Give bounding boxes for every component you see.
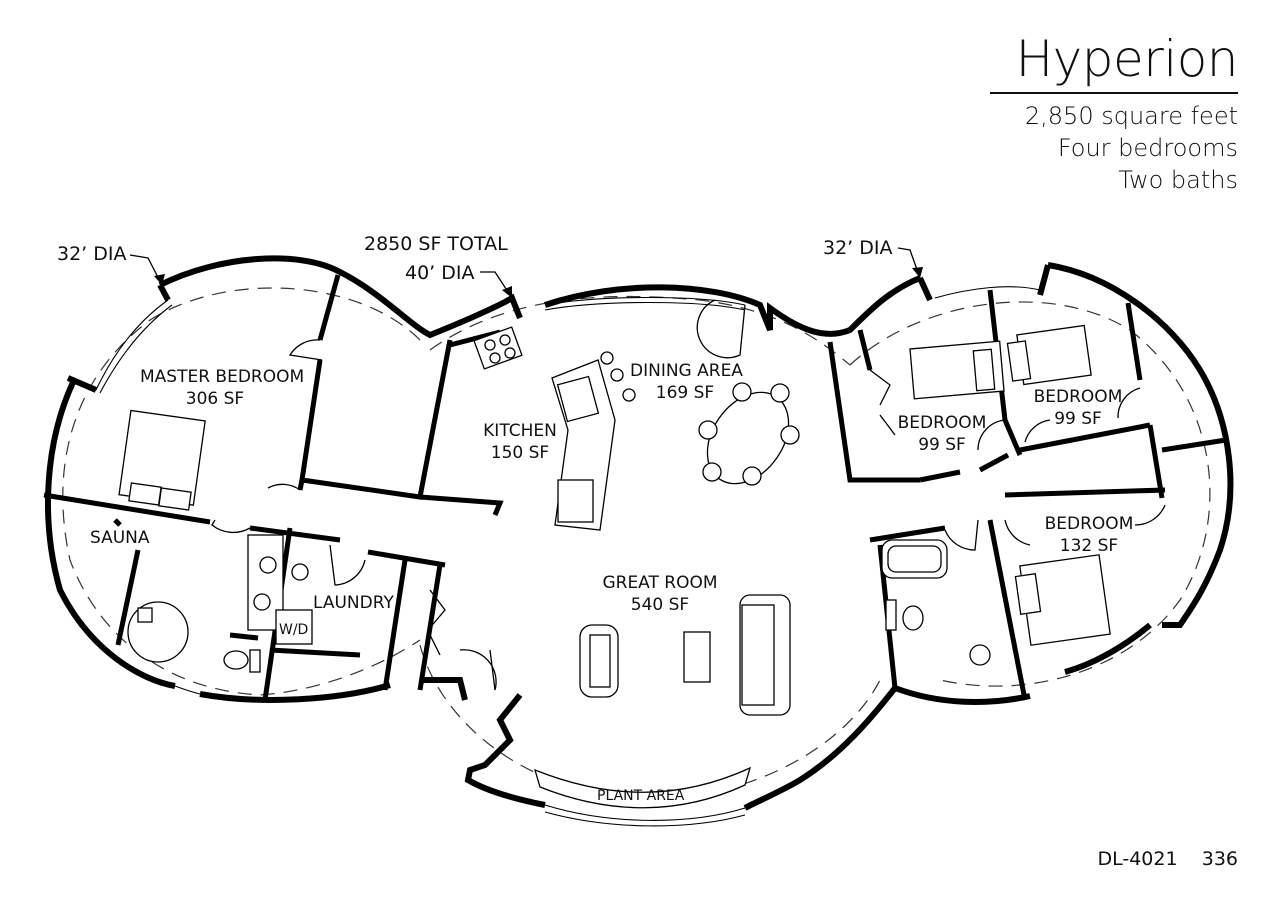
room-name: BEDROOM [1044,514,1134,534]
fixtures [118,324,1111,809]
right-dome-diameter: 32’ DIA [823,237,893,259]
room-area: 540 SF [630,595,690,615]
room-bedroom-1: BEDROOM 99 SF [897,412,987,456]
center-dome-diameter: 40’ DIA [405,262,475,284]
room-bedroom-3: BEDROOM 132 SF [1044,513,1134,557]
washer-dryer-label: W/D [279,622,309,638]
room-kitchen: KITCHEN 150 SF [480,420,560,464]
door-swings [211,299,1166,691]
room-name: KITCHEN [483,421,557,441]
windows [95,286,1151,827]
room-area: 99 SF [918,435,966,455]
room-great-room: GREAT ROOM 540 SF [600,572,720,616]
spec-bedrooms: Four bedrooms [1057,134,1238,162]
spec-baths: Two baths [1118,166,1238,194]
room-area: 132 SF [1059,536,1119,556]
exterior-walls [45,255,1234,811]
total-area-label: 2850 SF TOTAL [364,233,508,255]
title-underline [990,92,1238,94]
interior-walls [43,274,1227,701]
room-dining-area: DINING AREA 169 SF [630,360,743,404]
spec-square-feet: 2,850 square feet [1024,102,1238,130]
plan-code: DL-4021 336 [1097,848,1238,870]
room-area: 169 SF [655,383,715,403]
room-sauna: SAUNA [90,528,150,548]
room-name: BEDROOM [1033,387,1123,407]
plan-number: DL-4021 [1097,848,1178,870]
room-name: GREAT ROOM [602,573,718,593]
room-name: BEDROOM [897,413,987,433]
left-dome-diameter: 32’ DIA [57,243,127,265]
room-name: MASTER BEDROOM [140,367,305,387]
plant-area-label: PLANT AREA [597,788,685,804]
page-number: 336 [1201,848,1238,870]
room-area: 150 SF [490,443,550,463]
room-area: 99 SF [1054,409,1102,429]
room-bedroom-2: BEDROOM 99 SF [1033,386,1123,430]
room-master-bedroom: MASTER BEDROOM 306 SF [140,366,305,410]
dimension-leaders [129,247,923,299]
room-name: DINING AREA [630,361,743,381]
room-area: 306 SF [185,389,245,409]
plan-title: Hyperion [1015,30,1239,88]
room-laundry: LAUNDRY [313,593,394,613]
